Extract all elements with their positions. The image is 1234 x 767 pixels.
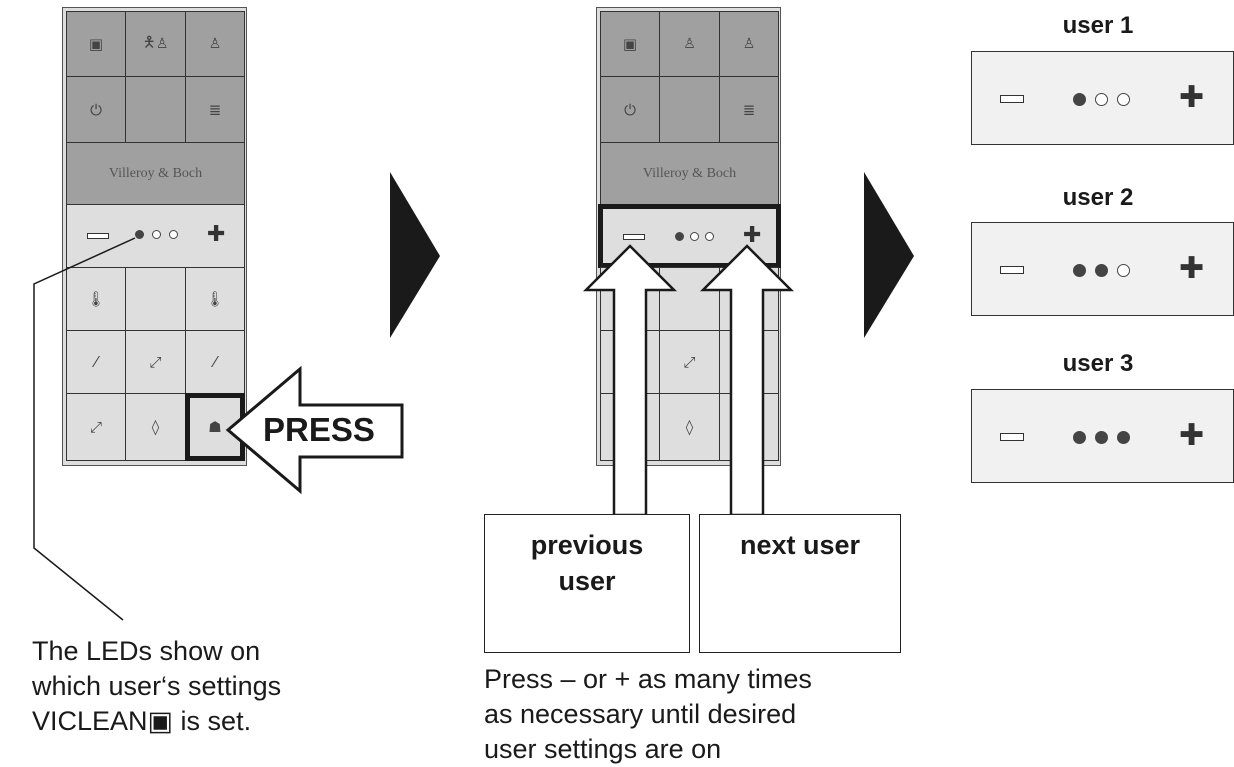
step-arrow-1 bbox=[390, 172, 440, 338]
seat-temperature-icon: 🌡 bbox=[205, 290, 225, 308]
led-3 bbox=[1117, 431, 1130, 444]
previous-user-label: previous user bbox=[484, 514, 690, 653]
minus-button[interactable] bbox=[87, 233, 109, 239]
blank-button[interactable] bbox=[125, 76, 186, 143]
caption-middle-line-1: Press – or + as many times bbox=[484, 664, 812, 694]
caption-middle: Press – or + as many times as necessary … bbox=[484, 662, 864, 767]
blank-button[interactable] bbox=[659, 76, 720, 143]
user-icon: ☗ bbox=[208, 418, 222, 436]
leader-line bbox=[33, 237, 136, 621]
user-1-panel: ✚ bbox=[971, 51, 1234, 145]
caption-middle-line-2: as necessary until desired bbox=[484, 699, 797, 729]
caption-left-line-1: The LEDs show on bbox=[32, 636, 261, 666]
menu-lines-icon: ≣ bbox=[742, 100, 756, 119]
plus-icon: ✚ bbox=[1179, 251, 1205, 286]
standing-wash-button[interactable]: ♙ bbox=[659, 11, 720, 77]
power-button[interactable]: ⏻ bbox=[66, 76, 126, 143]
lady-wash-button[interactable]: ⤢ bbox=[659, 330, 720, 394]
minus-icon bbox=[1000, 433, 1024, 441]
nozzle-position-button[interactable]: ⤢ bbox=[66, 393, 126, 461]
menu-lines-icon: ≣ bbox=[208, 100, 222, 119]
led-1 bbox=[135, 230, 144, 239]
person-icon: ♙ bbox=[742, 36, 756, 52]
stop-icon: ▣ bbox=[622, 35, 638, 53]
user-led-row: ✚ bbox=[66, 204, 245, 268]
user-1-title: user 1 bbox=[1062, 12, 1134, 39]
standing-person-icon: 🯅 bbox=[142, 32, 156, 51]
remote-control-left: ▣ 🯅♙ ♙ ⏻ ≣ Villeroy & Boch ✚ 🌡 🌡 ⁄ ⤢ ⁄ ⤢… bbox=[62, 7, 247, 466]
seated-wash-button[interactable]: ♙ bbox=[719, 11, 779, 77]
person-icon: ♙ bbox=[208, 36, 222, 52]
lady-wash-icon: ⤢ bbox=[149, 353, 162, 371]
water-pressure-icon: ◊ bbox=[685, 418, 694, 436]
user-2-panel: ✚ bbox=[971, 222, 1234, 316]
caption-left-line-2: which user‘s settings bbox=[32, 671, 282, 701]
brand-panel: Villeroy & Boch bbox=[600, 142, 779, 205]
led-1 bbox=[1073, 431, 1086, 444]
plus-icon: ✚ bbox=[1179, 80, 1205, 115]
led-2 bbox=[1095, 431, 1108, 444]
led-2 bbox=[1095, 93, 1108, 106]
caption-middle-line-3: user settings are on bbox=[484, 734, 722, 764]
seat-temperature-button[interactable]: 🌡 bbox=[185, 267, 245, 331]
standing-person-icon: ♙ bbox=[683, 36, 696, 52]
led-1 bbox=[1073, 264, 1086, 277]
menu-button[interactable]: ≣ bbox=[719, 76, 779, 143]
power-button[interactable]: ⏻ bbox=[600, 76, 660, 143]
plus-button[interactable]: ✚ bbox=[743, 223, 762, 248]
up-arrows bbox=[582, 244, 795, 517]
next-user-label: next user bbox=[699, 514, 901, 653]
stop-icon: ▣ bbox=[88, 35, 104, 53]
led-2 bbox=[1095, 264, 1108, 277]
user-3-title: user 3 bbox=[1062, 350, 1134, 377]
led-3 bbox=[705, 232, 714, 241]
plus-button[interactable]: ✚ bbox=[207, 222, 226, 247]
lady-wash-button[interactable]: ⤢ bbox=[125, 330, 186, 394]
blank-button-2[interactable] bbox=[659, 267, 720, 331]
stop-button[interactable]: ▣ bbox=[600, 11, 660, 77]
led-1 bbox=[675, 232, 684, 241]
plus-icon: ✚ bbox=[1179, 418, 1205, 453]
minus-icon bbox=[1000, 266, 1024, 274]
minus-icon bbox=[1000, 95, 1024, 103]
rear-wash-icon: ⁄ bbox=[94, 353, 98, 371]
press-label: PRESS bbox=[263, 411, 375, 448]
stop-button[interactable]: ▣ bbox=[66, 11, 126, 77]
led-3 bbox=[1117, 93, 1130, 106]
caption-left: The LEDs show on which user‘s settings V… bbox=[32, 634, 332, 739]
led-3 bbox=[1117, 264, 1130, 277]
led-2 bbox=[152, 230, 161, 239]
led-1 bbox=[1073, 93, 1086, 106]
brand-logo: Villeroy & Boch bbox=[108, 165, 203, 181]
dryer-button[interactable]: ⁄ bbox=[185, 330, 245, 394]
step-arrow-2 bbox=[864, 172, 914, 338]
led-2 bbox=[690, 232, 699, 241]
minus-button[interactable] bbox=[623, 234, 645, 240]
caption-left-line-3: VICLEAN▣ is set. bbox=[32, 706, 252, 736]
led-3 bbox=[169, 230, 178, 239]
blank-button-2[interactable] bbox=[125, 267, 186, 331]
dryer-icon: ⁄ bbox=[213, 353, 217, 371]
user-2-title: user 2 bbox=[1062, 184, 1134, 211]
water-temperature-icon: 🌡 bbox=[86, 290, 106, 308]
water-pressure-button[interactable]: ◊ bbox=[125, 393, 186, 461]
water-pressure-icon: ◊ bbox=[151, 418, 160, 436]
power-icon: ⏻ bbox=[624, 100, 636, 119]
press-arrow bbox=[225, 365, 404, 495]
user-3-panel: ✚ bbox=[971, 389, 1234, 483]
brand-panel: Villeroy & Boch bbox=[66, 142, 245, 205]
menu-button[interactable]: ≣ bbox=[185, 76, 245, 143]
nozzle-position-icon: ⤢ bbox=[89, 418, 102, 436]
brand-logo: Villeroy & Boch bbox=[642, 165, 737, 181]
lady-wash-icon: ⤢ bbox=[683, 353, 696, 371]
power-icon: ⏻ bbox=[90, 100, 102, 119]
